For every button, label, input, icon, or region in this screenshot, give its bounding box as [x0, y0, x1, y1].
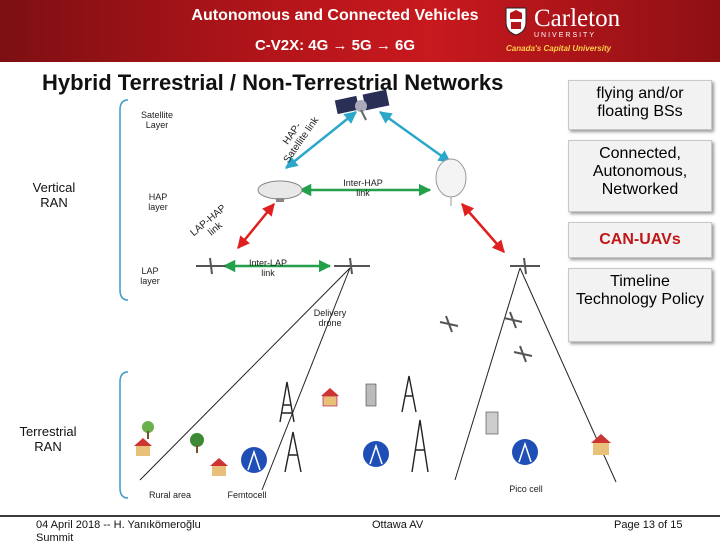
house-icon — [134, 383, 611, 476]
hap-layer-label: HAP layer — [148, 192, 168, 212]
rural-area-label: Rural area — [148, 490, 192, 500]
footer-event: Summit — [36, 532, 74, 544]
vertical-ran-label: Vertical RAN — [32, 180, 76, 210]
footer-divider — [0, 515, 720, 517]
slide-title: Hybrid Terrestrial / Non-Terrestrial Net… — [42, 70, 504, 95]
logo-name: Carleton — [534, 5, 621, 32]
logo-sub: UNIVERSITY — [534, 32, 597, 39]
logo-tagline: Canada's Capital University — [506, 44, 612, 53]
footer-author: 04 April 2018 -- H. Yanıkömeroğlu — [36, 519, 201, 531]
shield-icon — [505, 7, 527, 36]
satellite-icon — [334, 89, 390, 121]
inter-lap-link-label: Inter-LAP link — [248, 258, 288, 278]
vertical-ran-bracket — [119, 99, 129, 301]
hap-satellite-link — [285, 111, 357, 169]
balloon-icon — [435, 158, 467, 206]
side-box-connected: Connected, Autonomous, Networked — [568, 140, 712, 212]
drone-icon — [196, 257, 540, 363]
footer-location: Ottawa AV — [372, 519, 424, 531]
base-station-icon — [241, 439, 538, 473]
femtocell-label: Femtocell — [227, 490, 267, 500]
terrestrial-ran-label: Terrestrial RAN — [19, 424, 77, 454]
inter-hap-link-label: Inter-HAP link — [343, 178, 383, 198]
carleton-logo: Carleton UNIVERSITY Canada's Capital Uni… — [498, 3, 636, 55]
header-subtitle: C-V2X: 4G → 5G → 6G — [254, 37, 416, 54]
delivery-drone-label: Delivery drone — [313, 308, 347, 328]
hap-lap-right-link — [461, 203, 505, 253]
side-box-can-uavs: CAN-UAVs — [568, 222, 712, 258]
satellite-cloud-link — [378, 110, 452, 164]
footer-page-number: Page 13 of 15 — [614, 519, 683, 531]
lap-hap-link — [237, 203, 275, 249]
cell-tower-icon — [279, 375, 429, 473]
pico-cell-label: Pico cell — [509, 484, 543, 494]
header-title: Autonomous and Connected Vehicles — [191, 7, 479, 24]
tree-icon — [142, 421, 204, 453]
side-box-flying-bs: flying and/or floating BSs — [568, 80, 712, 130]
lap-layer-label: LAP layer — [140, 266, 160, 286]
satellite-layer-label: Satellite Layer — [140, 110, 174, 130]
terrestrial-ran-bracket — [119, 371, 129, 499]
blimp-icon — [257, 180, 303, 202]
header-bar: Autonomous and Connected Vehicles C-V2X:… — [0, 0, 720, 62]
side-box-timeline: Timeline Technology Policy — [568, 268, 712, 342]
